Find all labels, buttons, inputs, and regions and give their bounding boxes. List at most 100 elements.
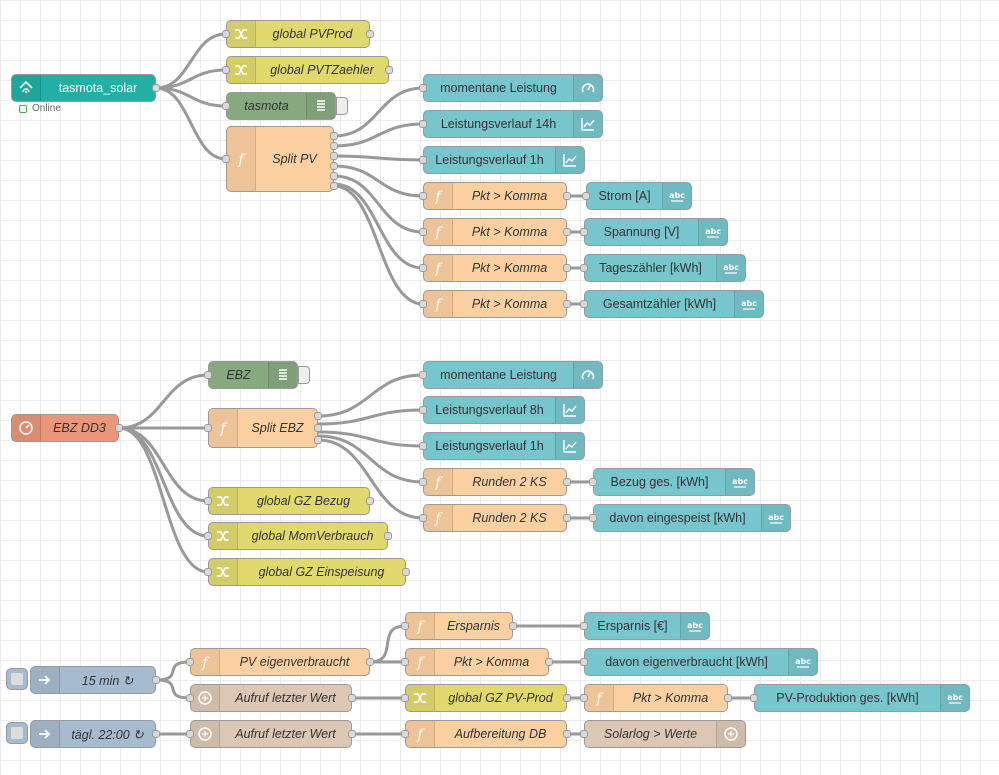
node-port[interactable] xyxy=(152,84,160,92)
node-port[interactable] xyxy=(419,300,427,308)
wire[interactable] xyxy=(369,624,406,664)
node-port[interactable] xyxy=(724,694,732,702)
node-port[interactable] xyxy=(401,622,409,630)
wire[interactable] xyxy=(118,373,209,430)
node-port[interactable] xyxy=(314,424,322,432)
change-node-global-gz-pv-prod[interactable]: global GZ PV-Prod xyxy=(405,684,567,712)
node-port[interactable] xyxy=(330,132,338,140)
wire[interactable] xyxy=(333,154,424,162)
node-port[interactable] xyxy=(563,514,571,522)
node-port[interactable] xyxy=(580,228,588,236)
function-node-pkt-komma-6[interactable]: f Pkt > Komma xyxy=(584,684,728,712)
wire[interactable] xyxy=(155,86,227,161)
change-node-global-momverbrauch[interactable]: global MomVerbrauch xyxy=(208,522,388,550)
link-out-node-solarlog-werte[interactable]: Solarlog > Werte xyxy=(584,720,746,748)
ui-text-pv-produktion-ges[interactable]: PV-Produktion ges. [kWh] abc xyxy=(754,684,970,712)
node-port[interactable] xyxy=(204,497,212,505)
wire[interactable] xyxy=(317,408,424,426)
function-node-runden-1[interactable]: f Runden 2 KS xyxy=(423,468,567,496)
node-port[interactable] xyxy=(186,730,194,738)
node-port[interactable] xyxy=(314,412,322,420)
wire[interactable] xyxy=(333,174,424,234)
wire[interactable] xyxy=(333,122,424,148)
wire[interactable] xyxy=(317,438,424,520)
node-port[interactable] xyxy=(204,371,212,379)
ui-text-eingespeist[interactable]: davon eingespeist [kWh] abc xyxy=(593,504,791,532)
debug-node-ebz[interactable]: EBZ xyxy=(208,361,298,389)
node-port[interactable] xyxy=(580,300,588,308)
node-port[interactable] xyxy=(582,192,590,200)
wire[interactable] xyxy=(155,678,191,700)
node-port[interactable] xyxy=(330,142,338,150)
node-port[interactable] xyxy=(563,730,571,738)
wire[interactable] xyxy=(317,373,424,418)
function-node-aufbereitung-db[interactable]: f Aufbereitung DB xyxy=(405,720,567,748)
function-node-pv-eigenverbraucht[interactable]: f PV eigenverbraucht xyxy=(190,648,370,676)
mqtt-in-node-tasmota-solar[interactable]: tasmota_solar xyxy=(11,74,156,102)
link-node-aufruf-letzter-wert-2[interactable]: Aufruf letzter Wert xyxy=(190,720,352,748)
wire[interactable] xyxy=(118,426,209,538)
inject-node-15min[interactable]: 15 min ↻ xyxy=(30,666,156,694)
ui-text-ersparnis-eur[interactable]: Ersparnis [€] abc xyxy=(584,612,710,640)
change-node-global-pvtzaehler[interactable]: global PVTZaehler xyxy=(226,56,389,84)
node-port[interactable] xyxy=(563,228,571,236)
node-port[interactable] xyxy=(419,442,427,450)
wire[interactable] xyxy=(118,426,209,503)
node-port[interactable] xyxy=(115,424,123,432)
ui-chart-leistungsverlauf-1h-2[interactable]: Leistungsverlauf 1h xyxy=(423,432,585,460)
ui-chart-leistungsverlauf-8h[interactable]: Leistungsverlauf 8h xyxy=(423,396,585,424)
function-node-pkt-komma-3[interactable]: f Pkt > Komma xyxy=(423,254,567,282)
ui-text-strom[interactable]: Strom [A] abc xyxy=(586,182,692,210)
function-node-pkt-komma-1[interactable]: f Pkt > Komma xyxy=(423,182,567,210)
node-port[interactable] xyxy=(330,152,338,160)
node-port[interactable] xyxy=(330,182,338,190)
wire[interactable] xyxy=(155,660,191,682)
function-node-pkt-komma-4[interactable]: f Pkt > Komma xyxy=(423,290,567,318)
function-node-split-pv[interactable]: f Split PV xyxy=(226,126,334,192)
node-port[interactable] xyxy=(204,532,212,540)
node-port[interactable] xyxy=(419,406,427,414)
change-node-global-pvprod[interactable]: global PVProd xyxy=(226,20,370,48)
function-node-pkt-komma-5[interactable]: f Pkt > Komma xyxy=(405,648,549,676)
ui-chart-leistungsverlauf-14h[interactable]: Leistungsverlauf 14h xyxy=(423,110,603,138)
function-node-runden-2[interactable]: f Runden 2 KS xyxy=(423,504,567,532)
node-port[interactable] xyxy=(589,478,597,486)
node-port[interactable] xyxy=(186,658,194,666)
node-port[interactable] xyxy=(750,694,758,702)
node-port[interactable] xyxy=(419,192,427,200)
node-port[interactable] xyxy=(419,264,427,272)
ui-text-eigenverbraucht[interactable]: davon eigenverbraucht [kWh] abc xyxy=(584,648,818,676)
node-port[interactable] xyxy=(348,730,356,738)
node-port[interactable] xyxy=(186,694,194,702)
node-port[interactable] xyxy=(402,568,410,576)
node-port[interactable] xyxy=(580,658,588,666)
ui-text-gesamtzaehler[interactable]: Gesamtzähler [kWh] abc xyxy=(584,290,764,318)
inject-node-taeglich-2200[interactable]: tägl. 22:00 ↻ xyxy=(30,720,156,748)
change-node-global-gz-einspeisung[interactable]: global GZ Einspeisung xyxy=(208,558,406,586)
wire[interactable] xyxy=(118,426,209,574)
node-port[interactable] xyxy=(563,264,571,272)
ui-text-tageszaehler[interactable]: Tageszähler [kWh] abc xyxy=(584,254,746,282)
node-port[interactable] xyxy=(419,228,427,236)
node-port[interactable] xyxy=(580,264,588,272)
debug-node-tasmota[interactable]: tasmota xyxy=(226,92,336,120)
ui-text-bezug[interactable]: Bezug ges. [kWh] abc xyxy=(593,468,755,496)
node-port[interactable] xyxy=(366,658,374,666)
node-port[interactable] xyxy=(401,694,409,702)
node-port[interactable] xyxy=(314,436,322,444)
node-port[interactable] xyxy=(401,658,409,666)
node-port[interactable] xyxy=(419,156,427,164)
function-node-pkt-komma-2[interactable]: f Pkt > Komma xyxy=(423,218,567,246)
node-port[interactable] xyxy=(419,478,427,486)
node-port[interactable] xyxy=(419,120,427,128)
ui-gauge-momentane-leistung[interactable]: momentane Leistung xyxy=(423,74,603,102)
node-port[interactable] xyxy=(384,532,392,540)
node-port[interactable] xyxy=(152,676,160,684)
node-port[interactable] xyxy=(330,172,338,180)
node-port[interactable] xyxy=(222,66,230,74)
debug-toggle-button[interactable] xyxy=(336,97,348,115)
node-port[interactable] xyxy=(580,730,588,738)
ui-text-spannung[interactable]: Spannung [V] abc xyxy=(584,218,728,246)
node-port[interactable] xyxy=(366,497,374,505)
link-node-aufruf-letzter-wert-1[interactable]: Aufruf letzter Wert xyxy=(190,684,352,712)
